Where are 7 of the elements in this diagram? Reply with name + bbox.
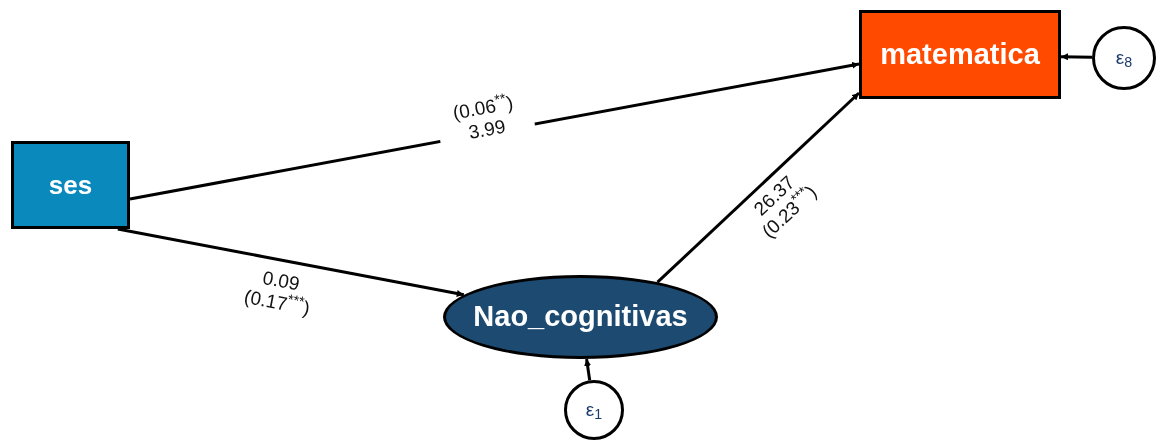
path-arrow <box>1060 53 1093 61</box>
path-arrow <box>656 91 861 284</box>
observed-variable-box: matematica <box>859 10 1061 99</box>
path-arrow <box>584 358 592 381</box>
observed-variable-box: ses <box>11 141 130 229</box>
path-arrow <box>117 227 465 297</box>
latent-variable-ellipse: Nao_cognitivas <box>443 275 718 359</box>
